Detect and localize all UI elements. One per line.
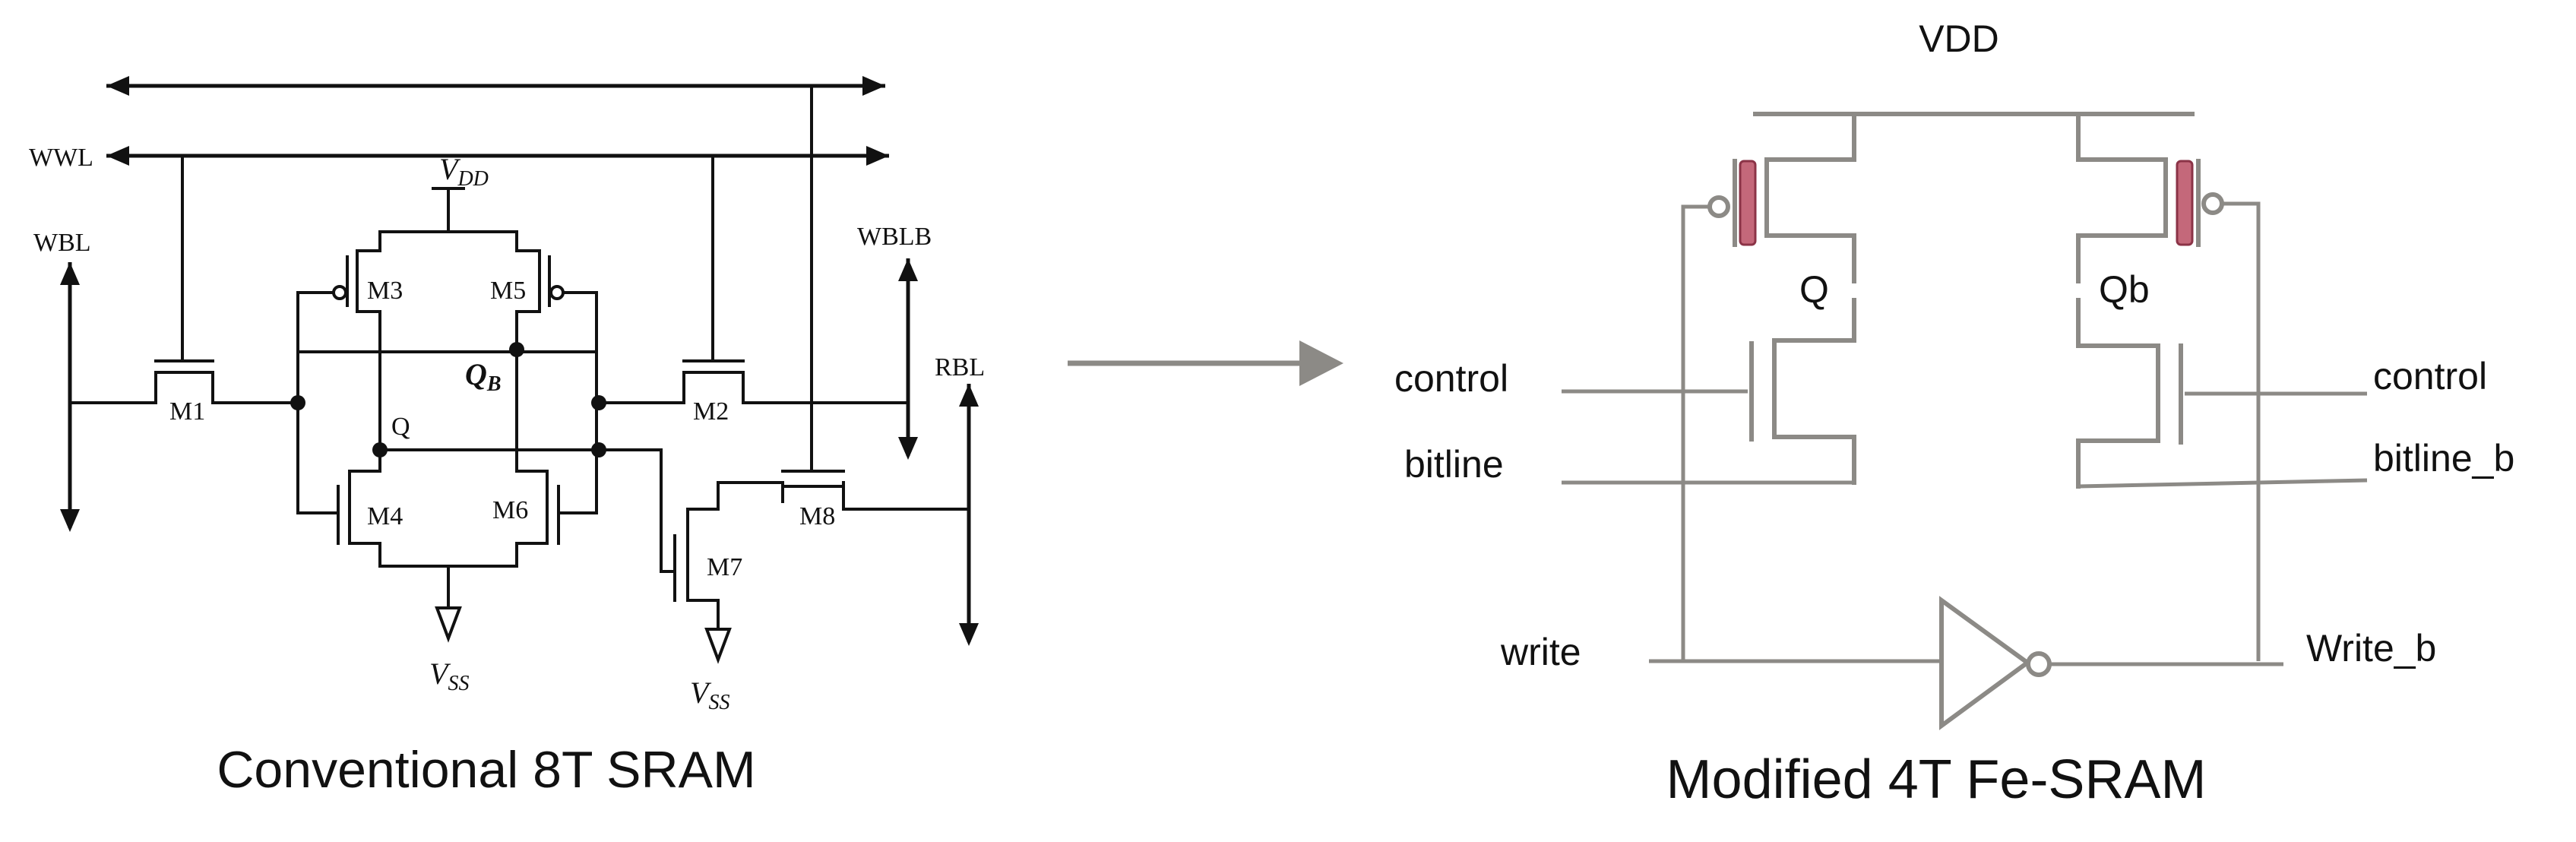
- bus-arrow-right-icon: [862, 76, 885, 96]
- wwl-arrow-right-icon: [866, 146, 889, 166]
- ground-triangle-icon: [435, 606, 462, 643]
- rbl-label: RBL: [935, 353, 985, 381]
- right-access-transistor: [2076, 298, 2368, 489]
- rbl-arrow-up-icon: [959, 384, 979, 407]
- vss-label-2: VSS: [690, 676, 729, 714]
- transistor-m8: [717, 470, 970, 511]
- pullup-rail: [378, 230, 518, 252]
- m5-label: M5: [490, 277, 526, 305]
- vdd-label: VDD: [439, 152, 489, 191]
- right-caption: Modified 4T Fe-SRAM: [1666, 749, 2207, 810]
- wbl-arrow-up-icon: [60, 262, 80, 285]
- write-label: write: [1500, 631, 1581, 673]
- qb-label: QB: [465, 357, 502, 396]
- m7-label: M7: [707, 553, 742, 581]
- inverter-bubble: [2026, 651, 2052, 677]
- transistor-m7: [597, 448, 732, 664]
- wwl-arrow-left-icon: [106, 146, 129, 166]
- wbl-arrow-down-icon: [60, 509, 80, 532]
- left-caption: Conventional 8T SRAM: [217, 741, 755, 799]
- control-right-label: control: [2373, 355, 2487, 397]
- wwl-label: WWL: [29, 144, 93, 172]
- transistor-m3: [296, 249, 381, 404]
- transition-arrow: [1068, 340, 1343, 386]
- wbl-label: WBL: [33, 229, 91, 257]
- right-ferro-transistor: [2076, 112, 2261, 661]
- vdd-label: VDD: [1919, 17, 1999, 60]
- bitline-label: bitline: [1404, 443, 1504, 486]
- write-b-label: Write_b: [2306, 627, 2436, 669]
- rbl-arrow-down-icon: [959, 623, 979, 646]
- transistor-m1: [68, 154, 299, 404]
- bus-arrow-left-icon: [106, 76, 129, 96]
- right-ferroelectric-layer: [2176, 160, 2194, 246]
- inverter-icon: [1939, 596, 2032, 730]
- transistor-m5: [515, 249, 598, 404]
- modified-4t-fe-sram-schematic: VDD Q Qb: [1394, 17, 2514, 810]
- m8-label: M8: [799, 502, 835, 530]
- vss-label: VSS: [429, 657, 469, 695]
- control-left-label: control: [1394, 357, 1508, 400]
- m1-label: M1: [169, 397, 205, 426]
- transistor-m4: [296, 454, 381, 568]
- left-ferro-transistor: [1681, 112, 1856, 661]
- arrow-right-icon: [1299, 340, 1343, 386]
- left-ferroelectric-layer: [1739, 160, 1757, 246]
- m6-label: M6: [492, 496, 528, 524]
- wblb-arrow-up-icon: [898, 258, 918, 281]
- bitline-b-label: bitline_b: [2373, 437, 2514, 480]
- right-q-label: Q: [1799, 268, 1829, 311]
- wblb-label: WBLB: [857, 223, 932, 251]
- transistor-m6: [515, 470, 598, 568]
- conventional-8t-sram-schematic: WWL WBL WBLB RBL VDD: [29, 76, 985, 799]
- bitline-b-wire: [2078, 478, 2368, 489]
- right-qb-label: Qb: [2099, 268, 2150, 311]
- wblb-arrow-down-icon: [898, 437, 918, 460]
- m3-label: M3: [367, 277, 403, 305]
- m2-label: M2: [693, 397, 729, 426]
- m4-label: M4: [367, 502, 403, 530]
- transistor-m2: [595, 154, 910, 404]
- left-access-transistor: [1562, 298, 1856, 485]
- q-label: Q: [391, 413, 410, 441]
- ground-triangle-icon: [704, 628, 732, 664]
